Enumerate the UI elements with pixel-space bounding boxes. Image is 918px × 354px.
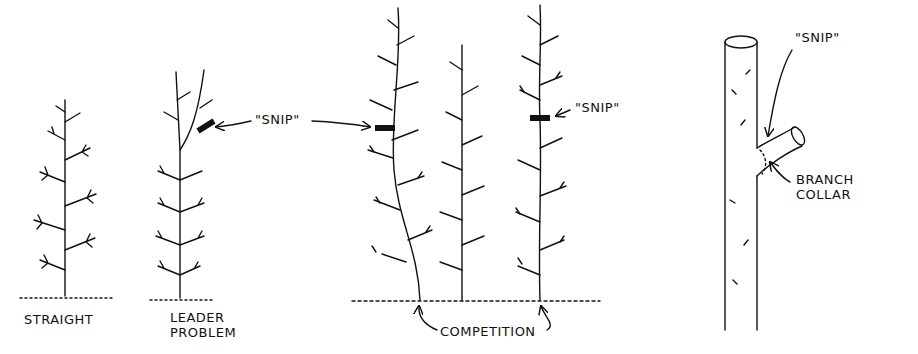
- straight-tree: [20, 100, 112, 298]
- annotation-label: STRAIGHT: [24, 312, 134, 327]
- illustration-line: [419, 306, 437, 330]
- illustration-line: [516, 16, 566, 275]
- illustration-line: [176, 72, 180, 298]
- annotation-label: LEADER PROBLEM: [170, 310, 258, 340]
- illustration-line: [20, 297, 112, 298]
- illustration-line: [34, 215, 65, 230]
- illustration-line: [368, 20, 432, 262]
- annotation-label: COMPETITION: [440, 324, 560, 339]
- illustration-line: [198, 121, 214, 131]
- illustration-line: [768, 50, 792, 136]
- illustration-line: [164, 92, 190, 120]
- illustration-line: [40, 167, 65, 182]
- illustration-line: [48, 127, 65, 140]
- illustration-line: [760, 150, 766, 174]
- illustration-line: [216, 121, 251, 127]
- annotation-label: "SNIP": [575, 100, 635, 115]
- illustration-line: [461, 45, 462, 300]
- illustration-line: [370, 146, 430, 252]
- illustration-line: [352, 300, 600, 301]
- illustration-line: [200, 100, 212, 108]
- illustration-line: [158, 198, 204, 212]
- illustration-line: [65, 190, 96, 206]
- illustration-line: [725, 36, 757, 48]
- illustration-line: [541, 306, 550, 330]
- illustration-line: [757, 146, 802, 176]
- illustration-line: [180, 70, 204, 150]
- illustration-line: [158, 261, 200, 275]
- illustration-line: [158, 166, 202, 180]
- illustration-line: [440, 62, 484, 270]
- illustration-line: [530, 115, 550, 121]
- illustration-line: [150, 299, 212, 300]
- illustration-line: [375, 125, 395, 131]
- illustration-line: [539, 5, 540, 300]
- illustration-line: [770, 162, 790, 182]
- snip-leader-lines: [216, 50, 792, 182]
- illustration-line: [516, 72, 564, 264]
- illustration-line: [393, 8, 420, 300]
- annotation-label: "SNIP": [255, 112, 315, 127]
- illustration-line: [65, 234, 95, 250]
- annotation-label: "SNIP": [795, 30, 855, 45]
- illustration-line: [757, 127, 795, 148]
- competition-trees: [352, 5, 600, 330]
- illustration-line: [756, 176, 757, 330]
- illustration-line: [312, 121, 370, 127]
- illustration-line: [56, 106, 80, 122]
- branch-collar-detail: [725, 36, 807, 330]
- leader-problem-tree: [150, 70, 214, 300]
- illustration-line: [40, 255, 65, 270]
- illustration-line: [156, 231, 204, 245]
- illustration-line: [789, 125, 808, 147]
- illustration-line: [730, 70, 750, 284]
- illustration-line: [65, 145, 90, 160]
- illustration-line: [64, 100, 65, 296]
- illustration-line: [556, 110, 570, 116]
- annotation-label: BRANCH COLLAR: [796, 172, 876, 202]
- illustration-line: [725, 42, 757, 330]
